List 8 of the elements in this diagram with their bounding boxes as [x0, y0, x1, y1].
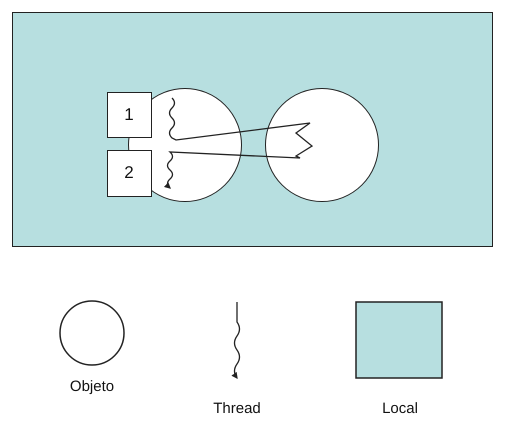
numbered-box [106, 92, 152, 138]
legend-label: Objeto [70, 378, 114, 395]
numbered-box [106, 150, 152, 196]
legend-label: Thread [213, 400, 261, 417]
local-area [12, 12, 493, 247]
box-number: 2 [124, 163, 134, 183]
box-number: 1 [124, 104, 134, 124]
legend-label: Local [382, 400, 418, 417]
